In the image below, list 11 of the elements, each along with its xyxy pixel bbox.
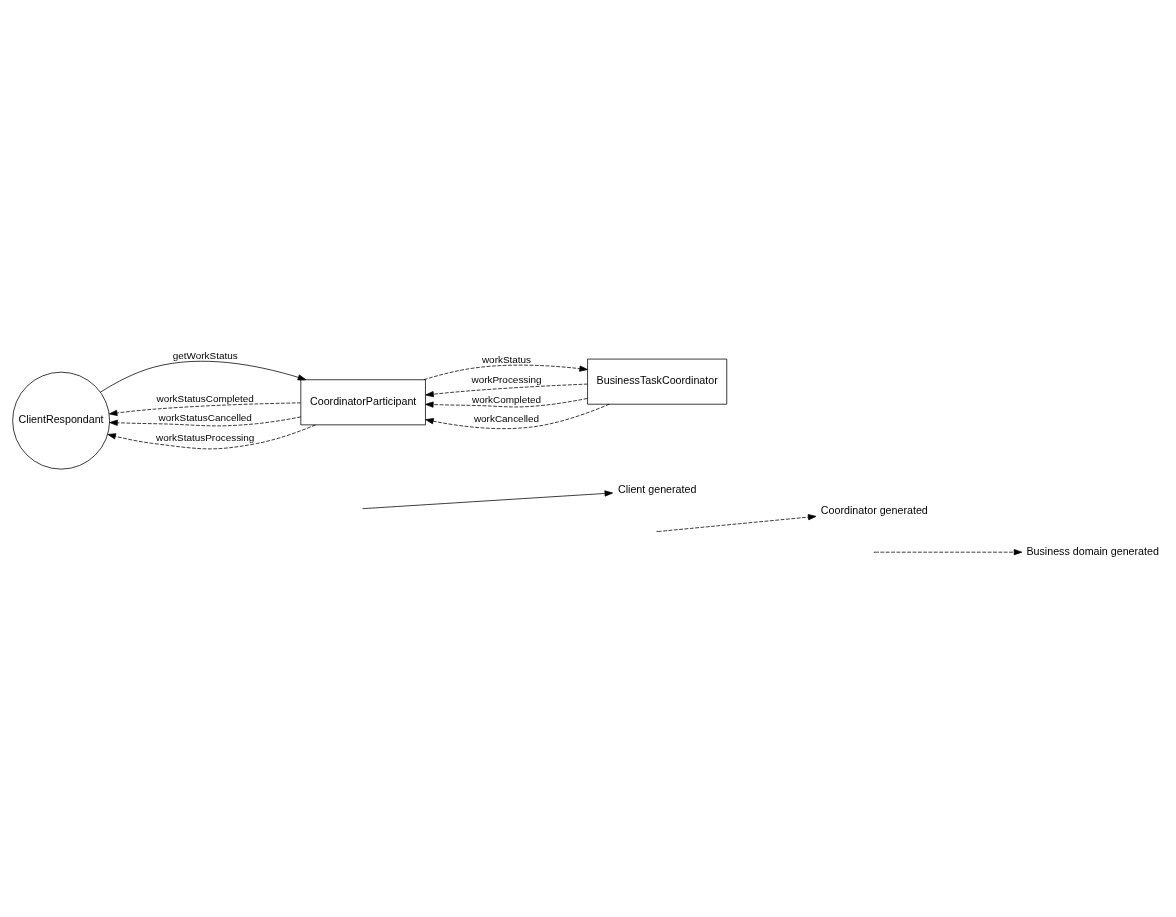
edge-label: workStatus — [481, 353, 532, 365]
edge-label: workStatusProcessing — [156, 431, 255, 443]
legend-label: Client generated — [617, 483, 697, 496]
edge-label: getWorkStatus — [172, 350, 238, 362]
edge-label: workStatusCancelled — [158, 411, 252, 423]
edge-label: workStatusCompleted — [156, 392, 254, 404]
edge-label: workProcessing — [471, 374, 542, 386]
edge-label: workCancelled — [473, 413, 540, 425]
legend-label: Coordinator generated — [820, 503, 928, 516]
legend-label: Business domain generated — [1026, 545, 1159, 558]
edge-label: workCompleted — [472, 393, 542, 405]
